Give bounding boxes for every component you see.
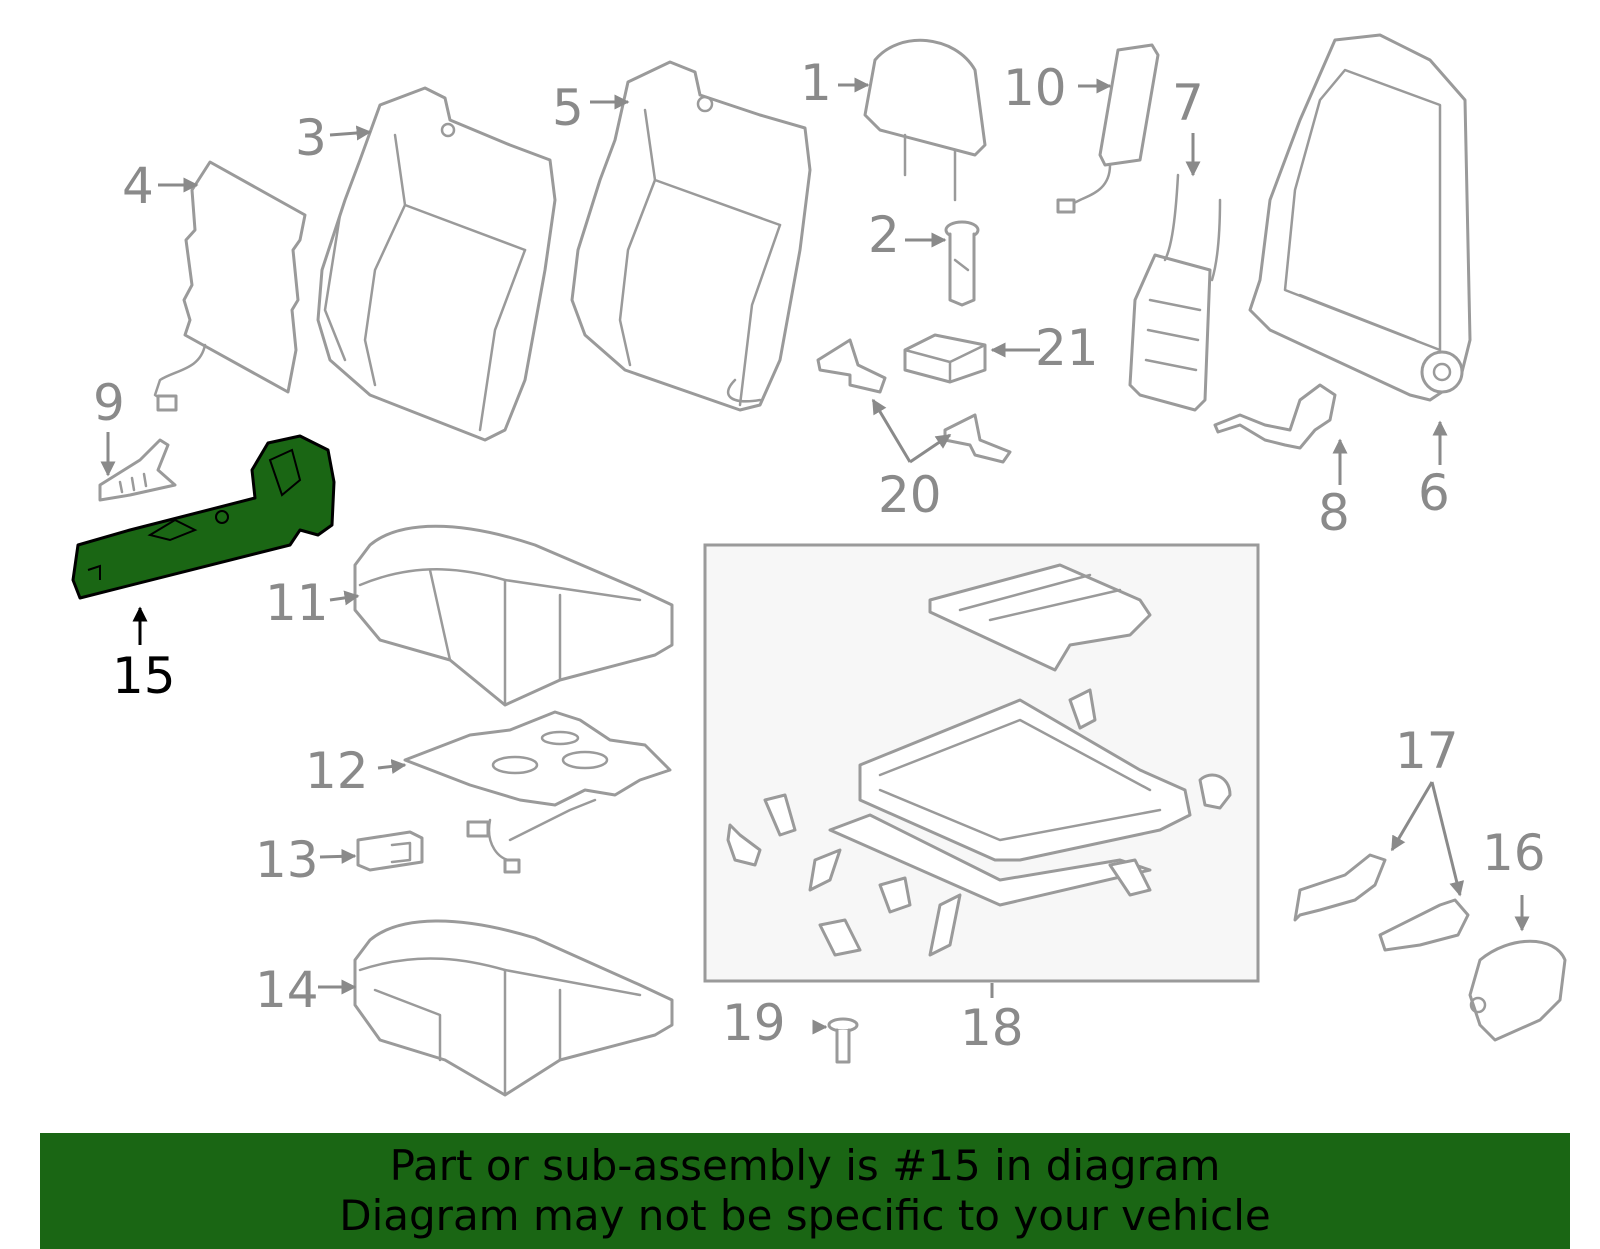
callout-16: 16 bbox=[1482, 824, 1546, 882]
callout-5: 5 bbox=[552, 79, 584, 137]
part-12-heater-mat bbox=[403, 710, 672, 874]
callout-4: 4 bbox=[122, 157, 154, 215]
part-7-lumbar bbox=[1128, 173, 1222, 412]
callout-7: 7 bbox=[1172, 74, 1204, 132]
part-21-module bbox=[903, 333, 987, 384]
part-20-brackets bbox=[816, 338, 1012, 464]
banner-line-1: Part or sub-assembly is #15 in diagram bbox=[389, 1141, 1221, 1190]
callout-12: 12 bbox=[305, 742, 369, 800]
callout-17: 17 bbox=[1395, 722, 1459, 780]
callout-9: 9 bbox=[93, 374, 125, 432]
callout-18: 18 bbox=[960, 999, 1024, 1057]
part-10-airbag bbox=[1056, 43, 1160, 214]
part-15-side-shield bbox=[71, 434, 336, 600]
part-5-seat-back-cover bbox=[570, 60, 812, 412]
part-16-cover bbox=[1468, 939, 1567, 1042]
leader-lines bbox=[100, 77, 1530, 1035]
part-18-seat-track-box bbox=[703, 543, 1260, 983]
callout-14: 14 bbox=[255, 961, 319, 1019]
callout-labels: 1 2 3 4 5 6 7 8 9 10 11 12 13 14 15 16 1… bbox=[93, 54, 1546, 1057]
part-11-cushion-pad bbox=[353, 524, 674, 707]
callout-1: 1 bbox=[800, 54, 832, 112]
callout-21: 21 bbox=[1035, 319, 1099, 377]
callout-2: 2 bbox=[868, 206, 900, 264]
part-19-bolt bbox=[827, 1017, 859, 1064]
part-4-back-panel bbox=[153, 160, 307, 412]
callout-8: 8 bbox=[1318, 484, 1350, 542]
part-9-trim bbox=[98, 438, 177, 502]
banner-line-2: Diagram may not be specific to your vehi… bbox=[339, 1191, 1271, 1240]
callout-11: 11 bbox=[265, 574, 329, 632]
callout-10: 10 bbox=[1003, 59, 1067, 117]
part-13-module bbox=[356, 830, 424, 872]
callout-19: 19 bbox=[722, 994, 786, 1052]
callout-20: 20 bbox=[878, 466, 942, 524]
callout-3: 3 bbox=[295, 109, 327, 167]
part-3-seat-back-pad bbox=[316, 86, 557, 442]
notice-banner: Part or sub-assembly is #15 in diagram D… bbox=[40, 1133, 1570, 1249]
part-2-guide bbox=[944, 220, 980, 307]
part-17-trims bbox=[1293, 853, 1470, 952]
part-1-headrest bbox=[863, 38, 987, 202]
part-8-bracket bbox=[1213, 383, 1337, 450]
callout-6: 6 bbox=[1418, 464, 1450, 522]
part-14-cushion-cover bbox=[353, 919, 674, 1097]
callout-15: 15 bbox=[112, 647, 176, 705]
part-6-frame bbox=[1248, 33, 1472, 402]
callout-13: 13 bbox=[255, 831, 319, 889]
